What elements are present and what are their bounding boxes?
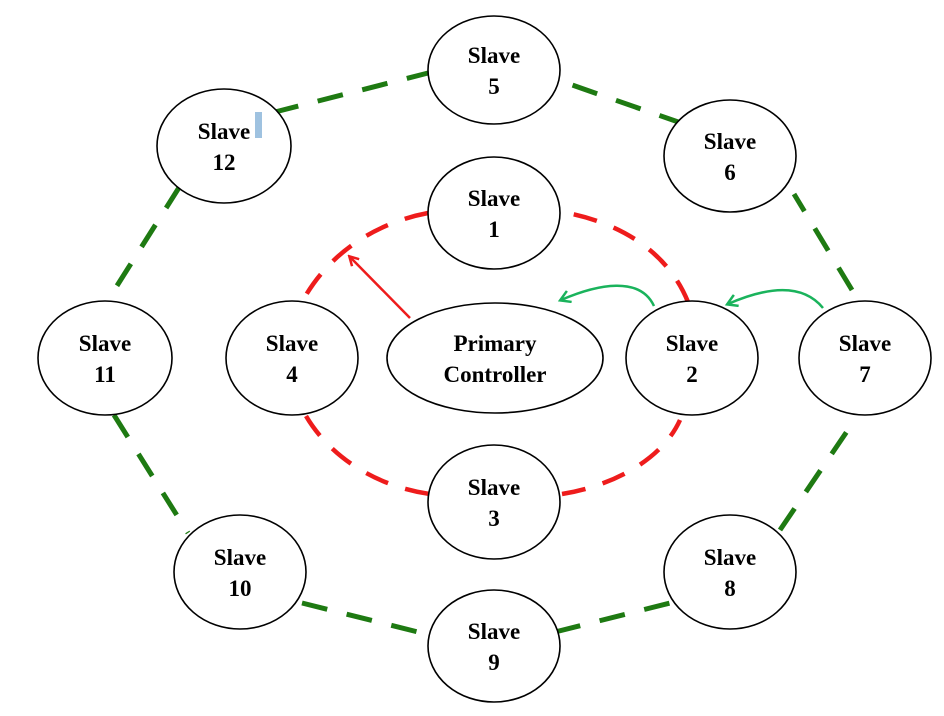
slave-5-label-line2: 5: [488, 74, 500, 99]
node-slave-1: Slave 1: [427, 156, 561, 270]
node-slave-3: Slave 3: [427, 444, 561, 560]
node-slave-9: Slave 9: [427, 589, 561, 703]
node-slave-2: Slave 2: [625, 300, 759, 416]
primary-controller-label-line1: Primary: [453, 331, 537, 356]
slave-11-label-line1: Slave: [79, 331, 131, 356]
node-slave-8: Slave 8: [663, 514, 797, 630]
slave-7-label-line2: 7: [859, 362, 871, 387]
slave-10-label-line2: 10: [229, 576, 252, 601]
slave-4-ellipse: [225, 300, 359, 416]
rings-layer: [105, 69, 855, 639]
slave-9-label-line2: 9: [488, 650, 500, 675]
slave-4-label-line2: 4: [286, 362, 298, 387]
slave-12-label-line2: 12: [213, 150, 236, 175]
slave-11-label-line2: 11: [94, 362, 116, 387]
slave-7-label-line1: Slave: [839, 331, 891, 356]
slave-6-ellipse: [663, 99, 797, 213]
primary-controller-ellipse: [386, 302, 604, 414]
slave-12-ellipse: [156, 88, 292, 204]
slave-8-ellipse: [663, 514, 797, 630]
text-cursor-marker: [255, 112, 262, 138]
slave-12-label-line1: Slave: [198, 119, 250, 144]
outer-ring: [105, 69, 855, 639]
arrow-slave7-to-slave2: [728, 288, 824, 309]
slave-1-label-line1: Slave: [468, 186, 520, 211]
slave-10-ellipse: [173, 514, 307, 630]
slave-6-label-line1: Slave: [704, 129, 756, 154]
slave-4-label-line1: Slave: [266, 331, 318, 356]
slave-6-label-line2: 6: [724, 160, 736, 185]
slave-1-ellipse: [427, 156, 561, 270]
slave-8-label-line1: Slave: [704, 545, 756, 570]
slave-2-label-line1: Slave: [666, 331, 718, 356]
slave-5-ellipse: [427, 15, 561, 125]
slave-2-label-line2: 2: [686, 362, 698, 387]
node-slave-6: Slave 6: [663, 99, 797, 213]
slave-3-label-line1: Slave: [468, 475, 520, 500]
primary-controller-label-line2: Controller: [443, 362, 546, 387]
nodes-layer: Slave5Slave6Slave12Slave1Slave11Slave4Pr…: [37, 15, 932, 703]
slave-8-label-line2: 8: [724, 576, 736, 601]
slave-9-label-line1: Slave: [468, 619, 520, 644]
arrows-layer: [350, 257, 824, 319]
arrow-slave2-to-controller: [561, 284, 656, 307]
slave-5-label-line1: Slave: [468, 43, 520, 68]
slave-11-ellipse: [37, 300, 173, 416]
node-slave-12: Slave 12: [156, 88, 292, 204]
node-slave-7: Slave 7: [798, 300, 932, 416]
slave-3-label-line2: 3: [488, 506, 500, 531]
node-slave-5: Slave 5: [427, 15, 561, 125]
node-slave-4: Slave 4: [225, 300, 359, 416]
slave-1-label-line2: 1: [488, 217, 500, 242]
slave-9-ellipse: [427, 589, 561, 703]
slave-3-ellipse: [427, 444, 561, 560]
node-slave-11: Slave 11: [37, 300, 173, 416]
arrow-controller-to-ring: [350, 257, 411, 319]
node-slave-10: Slave 10: [173, 514, 307, 630]
slave-2-ellipse: [625, 300, 759, 416]
slave-10-label-line1: Slave: [214, 545, 266, 570]
slave-7-ellipse: [798, 300, 932, 416]
